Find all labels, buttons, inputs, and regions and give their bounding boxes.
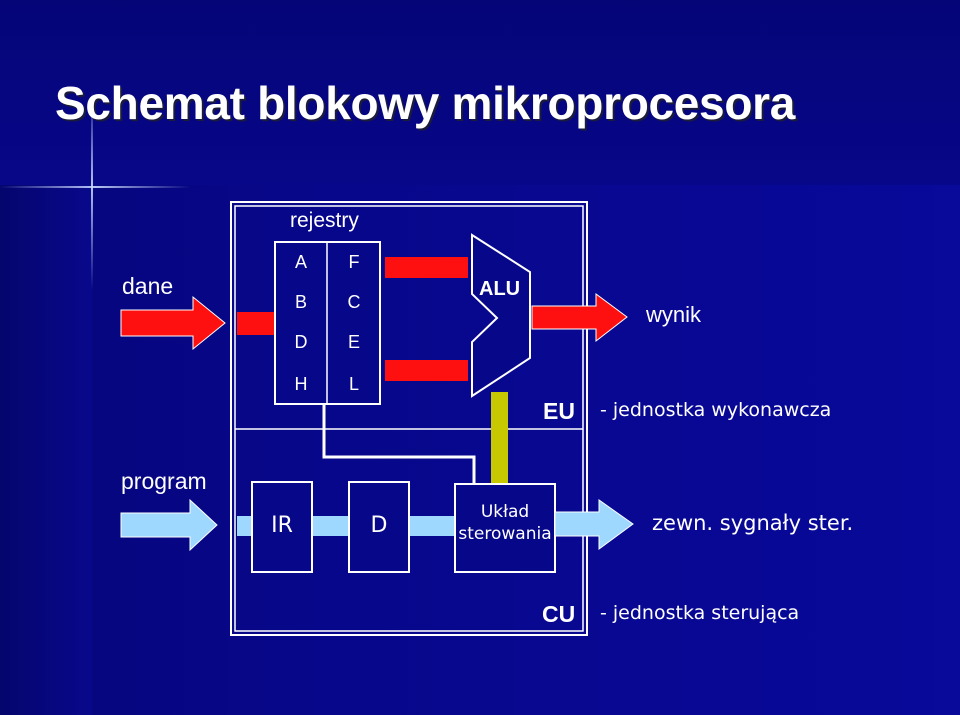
register-f: F xyxy=(348,252,360,272)
decoder-label: D xyxy=(370,513,388,538)
register-d: D xyxy=(294,332,308,352)
register-e: E xyxy=(347,332,360,352)
register-l: L xyxy=(348,374,359,394)
background-header xyxy=(0,0,960,185)
program-input-arrow xyxy=(120,498,218,552)
alu-control-connector xyxy=(491,392,508,483)
processor-frame-inner xyxy=(234,205,584,632)
eu-description: - jednostka wykonawcza xyxy=(600,399,832,421)
register-h: H xyxy=(294,374,308,394)
slide-title: Schemat blokowy mikroprocesora xyxy=(55,77,796,129)
alu-block xyxy=(471,233,531,398)
register-control-wire xyxy=(322,404,476,484)
decoder-box xyxy=(348,481,410,573)
register-a: A xyxy=(294,252,307,272)
ir-input-bus xyxy=(237,516,252,536)
register-b: B xyxy=(294,292,307,312)
register-input-bus xyxy=(237,312,275,335)
cu-label: CU xyxy=(542,601,576,627)
processor-frame-outer xyxy=(230,201,588,636)
ir-decoder-bus xyxy=(312,516,349,536)
control-unit-label-line1: Układ xyxy=(480,502,530,522)
program-input-label: program xyxy=(121,468,207,494)
register-c: C xyxy=(347,292,361,312)
eu-label: EU xyxy=(543,398,575,424)
external-signals-arrow xyxy=(554,499,634,550)
data-input-label: dane xyxy=(122,273,174,299)
ir-label: IR xyxy=(271,513,293,538)
result-output-arrow xyxy=(531,293,628,343)
cu-description: - jednostka sterująca xyxy=(600,602,800,624)
alu-input-bus-a xyxy=(385,257,468,278)
alu-input-bus-b xyxy=(385,360,468,381)
registers-caption: rejestry xyxy=(290,209,359,232)
data-input-arrow xyxy=(120,295,226,351)
alu-label: ALU xyxy=(479,278,521,300)
control-unit-label-line2: sterowania xyxy=(458,524,552,544)
decoder-control-bus xyxy=(409,516,455,536)
result-label: wynik xyxy=(646,302,702,327)
instruction-register-box xyxy=(251,481,313,573)
background-left-band xyxy=(0,185,92,715)
sparkle-horizontal-decoration xyxy=(0,186,190,188)
control-unit-box xyxy=(454,483,556,573)
sparkle-vertical-decoration xyxy=(91,90,93,290)
external-signals-label: zewn. sygnały ster. xyxy=(652,511,854,535)
